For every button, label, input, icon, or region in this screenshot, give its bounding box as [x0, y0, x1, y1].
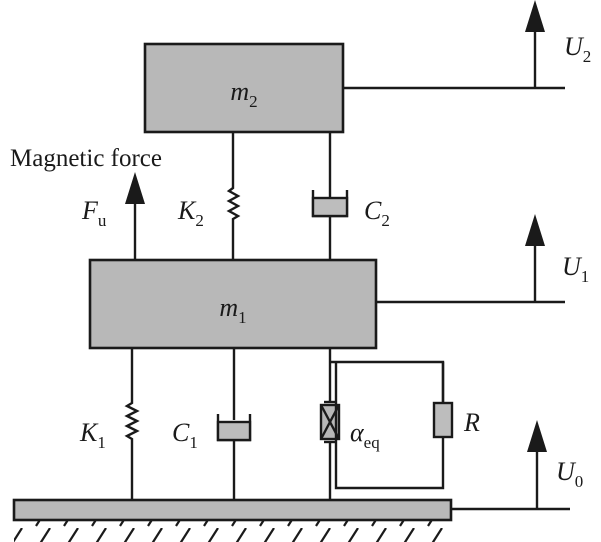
displacement-u0: U0: [451, 420, 583, 511]
mass-m1-label: m1: [219, 293, 246, 327]
mass-m2-label: m2: [230, 77, 257, 111]
mass-m2-block: [143, 42, 345, 134]
transducer-circuit: αeq R: [319, 348, 480, 500]
damper-c2: C2: [311, 132, 390, 260]
circuit-wire: [330, 360, 445, 490]
spring-k1-coil: [124, 348, 140, 500]
mass-m1: m1: [88, 258, 378, 350]
force-label: Fu: [81, 196, 107, 230]
damper-c2-label: C2: [364, 196, 390, 230]
u1-arrow-head: [525, 214, 545, 246]
damper-c1: C1: [172, 348, 252, 500]
u1-label: U1: [562, 252, 589, 286]
u0-arrow-head: [527, 420, 547, 452]
mass-m2: m2: [143, 42, 345, 134]
displacement-u1: U1: [376, 214, 589, 304]
resistor-label: R: [463, 408, 480, 437]
spring-k2: K2: [177, 132, 241, 260]
force-arrow-head: [125, 172, 145, 204]
transducer-label: αeq: [350, 418, 380, 452]
ground-base: [12, 498, 453, 522]
u2-label: U2: [564, 32, 591, 66]
spring-k1: K1: [79, 348, 140, 500]
damper-c1-piston: [216, 420, 252, 442]
u2-arrow-head: [525, 0, 545, 32]
magnetic-force-label: Magnetic force: [10, 145, 162, 172]
displacement-u2: U2: [343, 0, 591, 90]
magnetic-force: Fu Magnetic force: [10, 145, 162, 260]
spring-k2-coil: [226, 132, 241, 260]
spring-k1-label: K1: [79, 418, 106, 452]
damper-c1-label: C1: [172, 418, 198, 452]
u0-label: U0: [556, 457, 583, 491]
damper-c2-piston: [311, 196, 349, 218]
resistor-element: [432, 401, 454, 439]
spring-k2-label: K2: [177, 196, 204, 230]
ground: [12, 498, 454, 542]
ground-hatching: [14, 518, 454, 542]
